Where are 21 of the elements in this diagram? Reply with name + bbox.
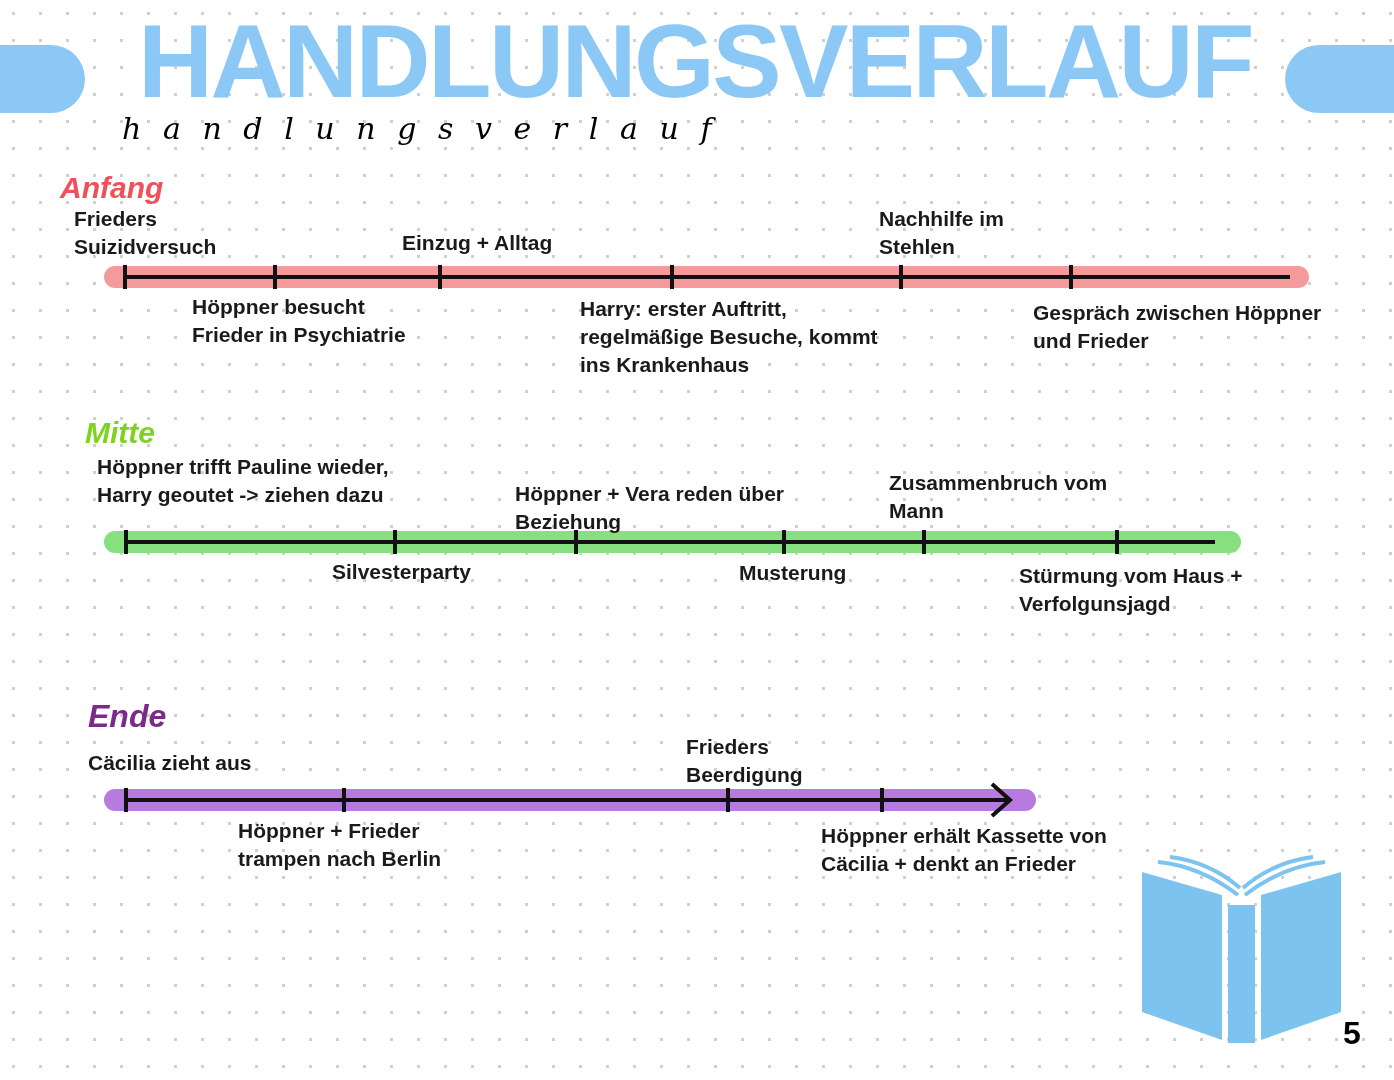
page-number: 5: [1343, 1015, 1361, 1051]
event-label: Cäcilia zieht aus: [88, 750, 252, 776]
event-label: Frieders Suizidversuch: [74, 206, 218, 260]
event-label: Frieders Beerdigung: [686, 734, 804, 788]
event-label: Stürmung vom Haus + Verfolgunsjagd: [1019, 563, 1244, 617]
event-label: Höppner + Vera reden über Beziehung: [515, 481, 785, 535]
event-label: Silvesterparty: [332, 559, 471, 585]
event-label: Nachhilfe im Stehlen: [879, 206, 1005, 260]
event-label: Musterung: [739, 560, 847, 586]
event-label: Höppner + Frieder trampen nach Berlin: [238, 818, 443, 872]
event-label: Höppner besucht Frieder in Psychiatrie: [192, 294, 407, 348]
event-label: Harry: erster Auftritt, regelmäßige Besuche, kommt ins Krankenhaus: [580, 296, 879, 378]
event-label: Höppner erhält Kassette von Cäcilia + denkt an Frieder: [821, 823, 1108, 877]
section-heading: Ende: [88, 697, 167, 735]
event-label: Höppner trifft Pauline wieder, Harry geoutet -> ziehen dazu: [97, 454, 390, 508]
event-label: Zusammenbruch vom Mann: [889, 470, 1109, 524]
section-heading: Anfang: [60, 170, 164, 206]
handwritten-subtitle: handlungsverlauf: [122, 112, 734, 146]
section-heading: Mitte: [85, 415, 155, 451]
event-label: Einzug + Alltag: [402, 230, 553, 256]
event-label: Gespräch zwischen Höppner und Frieder: [1033, 300, 1323, 354]
